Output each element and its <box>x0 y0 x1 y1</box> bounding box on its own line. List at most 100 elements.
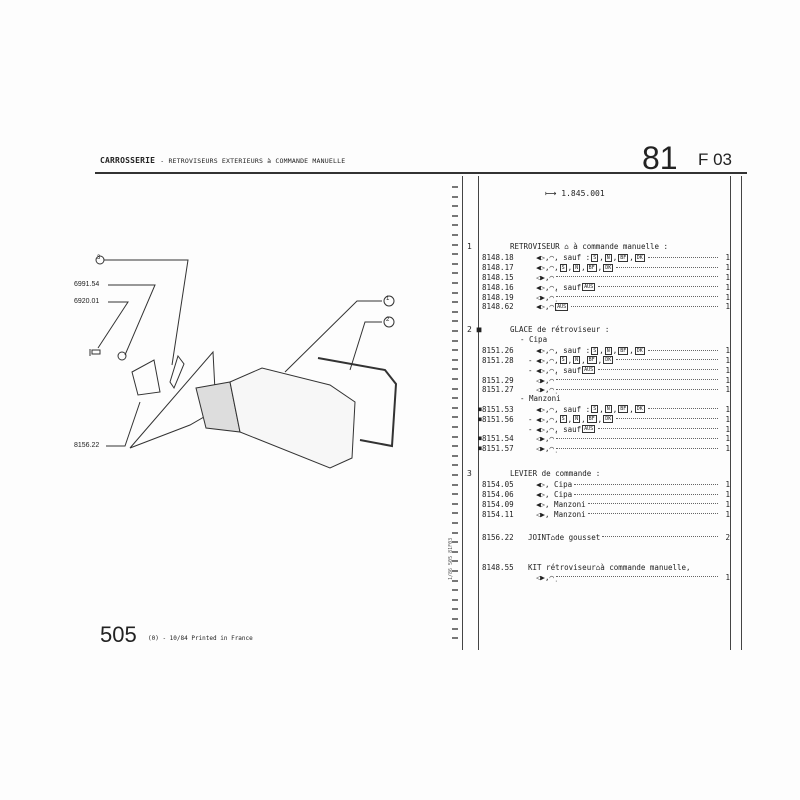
quantity: 1 <box>725 385 730 395</box>
margin-tick <box>452 368 458 371</box>
part-number: 8148.18 <box>482 253 514 263</box>
modification-marker: ■ <box>478 435 482 443</box>
left-side-icon: ◀▷ <box>536 499 546 509</box>
margin-tick <box>452 282 458 284</box>
margin-tick <box>452 406 458 409</box>
description: KIT rétroviseur ⌂ à commande manuelle, <box>528 563 691 572</box>
left-side-icon: ◀▷ <box>536 253 546 263</box>
separator: , <box>545 282 550 292</box>
separator: , <box>597 355 603 365</box>
right-side-icon: ◁▶ <box>536 292 546 302</box>
separator: , <box>581 263 586 273</box>
description-text: , <box>554 355 559 365</box>
margin-tick <box>452 464 458 467</box>
right-side-icon: ◁▶ <box>536 375 546 385</box>
supplier-label: - Manzoni <box>520 393 561 403</box>
description: ◁▶, ◠̣ <box>536 444 554 453</box>
flat-glass-icon: ◠ <box>549 375 555 385</box>
margin-tick <box>452 224 458 227</box>
separator: , <box>629 404 634 414</box>
left-side-icon: ◀▷ <box>536 302 546 312</box>
country-code-badge: BF <box>618 405 629 414</box>
part-number: 8151.28 <box>482 355 514 365</box>
margin-tick <box>452 445 458 448</box>
quantity: 1 <box>725 282 730 292</box>
country-code-badge: AUS <box>582 283 596 292</box>
quantity: 1 <box>725 375 730 385</box>
left-side-icon: ◀▷ <box>536 414 546 424</box>
separator: , <box>545 424 550 434</box>
part-number: 8148.17 <box>482 263 514 273</box>
margin-tick <box>452 214 458 217</box>
margin-tick <box>452 339 458 342</box>
dot-leader <box>587 512 718 515</box>
quantity: 1 <box>725 572 730 582</box>
dot-leader <box>556 295 718 297</box>
section-number: 2 ■ <box>467 325 482 334</box>
part-number: 8151.57 <box>482 444 514 454</box>
exploded-diagram <box>89 255 398 469</box>
separator: , <box>545 572 550 582</box>
part-number: 8154.11 <box>482 509 514 519</box>
quantity: 1 <box>725 509 730 519</box>
margin-tick <box>452 205 458 208</box>
gasket-icon <box>131 359 161 396</box>
section-number: 3 <box>467 469 472 478</box>
description-text: , sauf : <box>554 253 591 263</box>
dot-leader <box>556 437 718 439</box>
margin-tick <box>452 541 458 544</box>
left-side-icon: ◀▷ <box>536 346 546 356</box>
leader-6920-01 <box>97 301 129 349</box>
description: JOINT ⌂ de gousset <box>528 533 600 542</box>
margin-tick <box>452 253 458 256</box>
margin-tick <box>452 522 458 524</box>
description: ◀▷, ◠, S,N,BF,DK <box>536 415 614 424</box>
separator: , <box>629 346 634 356</box>
separator: , <box>545 302 550 312</box>
section-title-text: LEVIER de commande : <box>510 469 601 478</box>
modification-marker: ■ <box>478 445 482 453</box>
part-row: 8148.15◁▶, ◠1 <box>482 272 730 282</box>
margin-tick <box>452 579 458 582</box>
part-row: 8154.11◁▶, Manzoni 1 <box>482 509 730 519</box>
country-code-badge: BF <box>586 415 597 424</box>
mirror-glass <box>317 357 398 448</box>
quantity: 1 <box>725 480 730 490</box>
separator: , <box>545 365 550 375</box>
part-number: 8148.55 <box>482 562 514 572</box>
series-number: 1.845.001 <box>561 189 605 198</box>
description-text: , Manzoni <box>545 509 586 519</box>
part-number: 8148.16 <box>482 282 514 292</box>
description: ◀▷, ◠̣, sauf AUS <box>536 425 596 434</box>
margin-tick <box>452 416 458 419</box>
separator: , <box>581 414 586 424</box>
margin-tick <box>452 531 458 534</box>
description: ◀▷, ◠, S,N,BF,DK <box>536 356 614 365</box>
margin-tick <box>452 301 458 304</box>
separator: , <box>545 292 550 302</box>
margin-tick <box>452 608 458 611</box>
margin-tick <box>452 627 458 630</box>
description: ◀▷, Manzoni <box>536 500 586 509</box>
quantity: 1 <box>725 499 730 509</box>
description: ◀▷, ◠̣, sauf AUS <box>536 283 596 292</box>
margin-tick <box>452 454 458 457</box>
separator: , <box>545 385 550 395</box>
description: ◀▷, ◠, sauf : S,N,BF,DK <box>536 346 646 355</box>
margin-tick <box>452 397 458 400</box>
mirror-housing <box>229 367 356 469</box>
margin-tick <box>452 262 458 265</box>
right-side-icon: ◁▶ <box>536 272 546 282</box>
description-suffix: à commande manuelle, <box>600 562 691 572</box>
description-text: , Manzoni <box>545 499 586 509</box>
separator: , <box>612 404 618 414</box>
group-number: 81 <box>642 140 678 176</box>
part-row: ■8151.54◁▶, ◠1 <box>478 434 730 444</box>
description: ◁▶, ◠̣ <box>536 573 554 582</box>
part-row: 8151.27◁▶, ◠̣1 <box>482 385 730 395</box>
